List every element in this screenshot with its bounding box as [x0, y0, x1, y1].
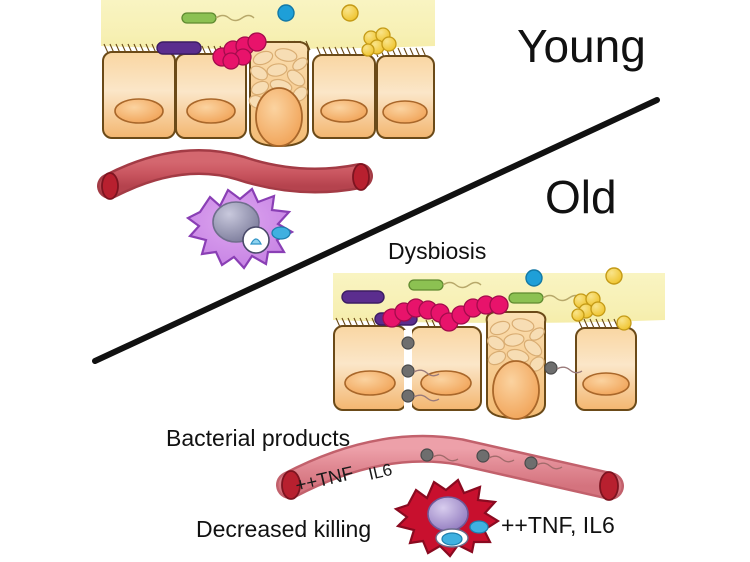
lps-particle: [544, 361, 583, 375]
label-bacterial-products: Bacterial products: [166, 425, 350, 451]
green-rod-flagellated-bacterium: [181, 12, 255, 24]
blue-particle: [525, 269, 543, 287]
blue-particle: [469, 520, 489, 534]
macrophage-nucleus: [427, 496, 469, 532]
macrophage-young: [185, 187, 295, 270]
engulfed-particle: [250, 238, 262, 245]
goblet-nucleus: [492, 360, 540, 420]
epithelial-cell: [410, 326, 482, 411]
green-rod-flagellated-bacterium: [508, 292, 582, 304]
magenta-cocci-chain: [439, 295, 509, 332]
mucin-granules: [487, 318, 545, 372]
goblet-nucleus: [255, 87, 303, 147]
cell-nucleus: [114, 98, 164, 124]
cell-nucleus: [320, 99, 368, 123]
label-tnf-il6-macrophage: ++TNF, IL6: [501, 512, 615, 538]
epithelial-cell: [102, 51, 176, 139]
purple-rod-bacterium: [341, 290, 385, 304]
epithelial-cell: [376, 55, 435, 139]
blood-vessel-old: [276, 434, 624, 501]
epithelial-cell: [575, 327, 637, 411]
goblet-cell-young: [248, 41, 310, 148]
microbiota-young: [156, 4, 397, 70]
magenta-cocci-chain: [382, 298, 450, 328]
green-rod-flagellated-bacterium: [408, 279, 482, 291]
vessel-end-cap: [281, 470, 301, 500]
vessel-end-cap: [599, 471, 619, 501]
title-old: Old: [545, 171, 617, 223]
cell-nucleus: [344, 370, 396, 396]
engulfed-particle: [441, 532, 463, 546]
epithelium-young: [102, 40, 435, 148]
blue-particle: [277, 4, 295, 22]
title-young: Young: [517, 20, 646, 72]
panel-young: [97, 0, 435, 270]
purple-rod-bacterium: [156, 41, 202, 55]
vessel-end-cap: [101, 172, 119, 200]
cell-nucleus: [382, 100, 428, 124]
yellow-particle: [341, 4, 359, 22]
panel-old: [276, 267, 665, 558]
epithelial-cell: [312, 54, 376, 139]
epithelial-cell: [333, 325, 407, 411]
cell-nucleus: [582, 372, 630, 396]
leaky-junction: [401, 330, 440, 410]
magenta-cocci-chain: [212, 32, 267, 70]
label-il6-vessel: IL6: [367, 460, 394, 484]
label-dysbiosis: Dysbiosis: [388, 238, 486, 264]
macrophage-old: [393, 478, 501, 558]
divider-line: [92, 97, 660, 364]
blue-particle: [271, 226, 291, 240]
goblet-cell-old: [485, 311, 547, 420]
label-decreased-killing: Decreased killing: [196, 516, 371, 542]
yellow-cocci-cluster: [361, 27, 397, 57]
epithelium-old: [333, 311, 637, 420]
yellow-particle: [605, 267, 623, 285]
vessel-end-cap: [352, 163, 370, 191]
microbiota-old: [341, 267, 632, 332]
lps-particle: [420, 448, 563, 470]
cell-nucleus: [420, 370, 472, 396]
blood-vessel-young: [97, 149, 373, 200]
lps-particle: [401, 336, 440, 403]
cell-nucleus: [186, 98, 236, 124]
yellow-cocci-cluster: [571, 291, 632, 331]
